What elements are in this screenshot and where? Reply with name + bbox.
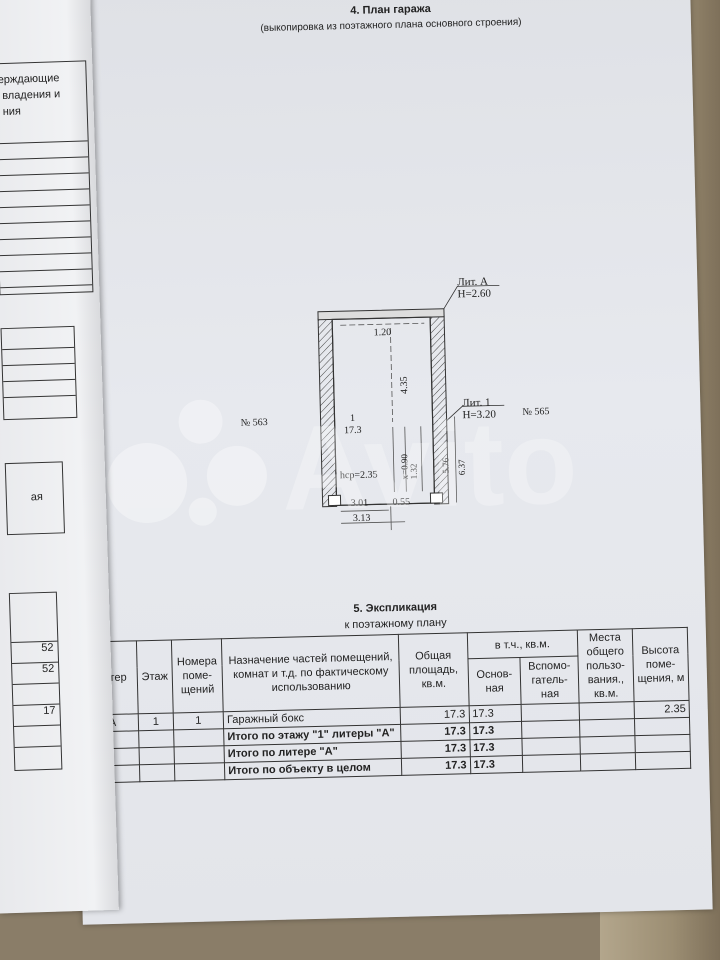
left-value-3: 17 xyxy=(43,704,56,718)
left-table-middle xyxy=(0,325,78,421)
document-page: 4. План гаража (выкопировка из поэтажног… xyxy=(60,0,713,925)
cell-height xyxy=(634,734,691,753)
cell-num xyxy=(173,745,225,764)
section5-title: 5. Экспликация xyxy=(353,600,438,616)
lit-a-leader xyxy=(443,284,500,309)
left-text-word: ая xyxy=(30,490,44,504)
header-incl: в т.ч., кв.м. xyxy=(466,630,578,659)
left-value-1: 52 xyxy=(41,641,54,655)
lit-a-label: Лит. А xyxy=(457,275,489,289)
door-opening xyxy=(336,502,435,506)
dim-top: 1.20 xyxy=(373,327,392,339)
left-text-2: владения и xyxy=(2,88,61,103)
left-text-1: ерждающие xyxy=(0,72,60,87)
left-value-2: 52 xyxy=(41,662,55,676)
explication-table: Литер Этаж Номера поме-щений Назначение … xyxy=(84,627,691,784)
left-table-small: ая xyxy=(4,461,65,536)
cell-aux xyxy=(521,703,580,722)
cell-total: 17.3 xyxy=(401,756,471,776)
header-height: Высота поме-щения, м xyxy=(632,627,690,702)
left-table-bottom: 52 52 17 xyxy=(8,591,63,771)
cell-floor: 1 xyxy=(138,712,174,731)
garage-floor-plan xyxy=(317,284,505,531)
header-common: Места общего пользо-вания., кв.м. xyxy=(577,628,635,704)
header-main: Основ-ная xyxy=(467,657,522,706)
cell-num: 1 xyxy=(172,711,224,730)
cell-common xyxy=(579,735,636,755)
cell-aux xyxy=(521,720,580,739)
cell-floor xyxy=(139,746,175,765)
lit-1-leader xyxy=(446,404,505,421)
cell-num xyxy=(174,762,225,781)
cell-floor xyxy=(139,763,175,782)
header-room-nums: Номера поме-щений xyxy=(171,638,224,713)
cell-main: 17.3 xyxy=(469,738,523,757)
avito-watermark: Avito xyxy=(107,395,579,536)
cell-aux xyxy=(522,737,581,756)
header-purpose: Назначение частей помещений, комнат и т.… xyxy=(221,634,401,712)
header-aux: Вспомо-гатель-ная xyxy=(520,656,579,705)
cell-purpose: Итого по объекту в целом xyxy=(224,758,402,780)
cell-num xyxy=(173,728,225,747)
cell-total: 17.3 xyxy=(400,722,470,742)
cell-total: 17.3 xyxy=(400,739,470,759)
cell-common xyxy=(580,752,636,772)
cell-floor xyxy=(138,729,174,748)
cell-height xyxy=(634,717,690,736)
cell-main: 17.3 xyxy=(469,721,523,740)
lit-a-height: Н=2.60 xyxy=(457,287,492,301)
cell-main: 17.3 xyxy=(468,704,522,723)
cell-height xyxy=(635,751,691,770)
left-table-top: ерждающие владения и ния xyxy=(0,60,94,296)
cell-common xyxy=(579,718,635,738)
cell-common xyxy=(578,701,635,721)
cell-height: 2.35 xyxy=(634,700,690,719)
section5-subtitle: к поэтажному плану xyxy=(344,616,447,632)
header-floor: Этаж xyxy=(136,639,173,714)
cell-aux xyxy=(522,754,581,773)
cell-main: 17.3 xyxy=(469,755,524,774)
watermark-text: Avito xyxy=(280,395,579,536)
left-text-3: ния xyxy=(2,105,22,119)
header-total-area: Общая площадь, кв.м. xyxy=(398,632,469,708)
cell-total: 17.3 xyxy=(400,705,470,725)
